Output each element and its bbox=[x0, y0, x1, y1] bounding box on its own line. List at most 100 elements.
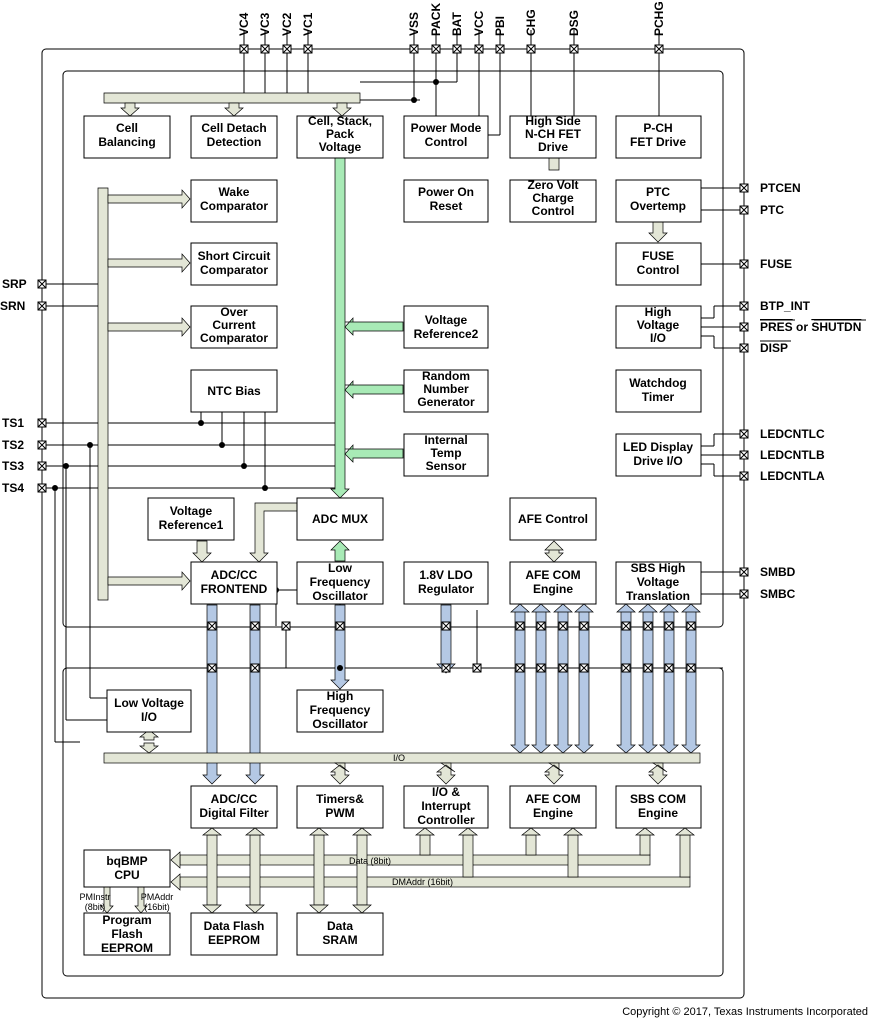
pin-label-vc4: VC4 bbox=[237, 12, 251, 36]
pin-label-bat: BAT bbox=[450, 12, 464, 36]
pin-label-ts3: TS3 bbox=[2, 459, 24, 473]
pin-label-disp: DISP bbox=[760, 341, 788, 355]
right-pin-labels: PTCEN PTC FUSE BTP_INT PRES or SHUTDN DI… bbox=[760, 181, 866, 601]
green-buses bbox=[330, 157, 404, 562]
pin-label-vcc: VCC bbox=[472, 10, 486, 36]
svg-text:Timers&PWM: Timers&PWM bbox=[316, 792, 364, 820]
pin-label-pres-shutdn: PRES or SHUTDN bbox=[760, 320, 861, 334]
dmaddr-bus-label: DMAddr (16bit) bbox=[392, 877, 453, 887]
gray-buses bbox=[97, 92, 668, 601]
high-voltage-domain-frame bbox=[62, 70, 724, 628]
data-bus-label: Data (8bit) bbox=[349, 856, 391, 866]
pin-label-ledcntla: LEDCNTLA bbox=[760, 469, 825, 483]
svg-text:AFE Control: AFE Control bbox=[518, 512, 588, 526]
chip-outline bbox=[41, 48, 745, 999]
pin-label-srn: SRN bbox=[0, 299, 25, 313]
pin-label-pack: PACK bbox=[429, 3, 443, 36]
pin-label-ts1: TS1 bbox=[2, 416, 24, 430]
pminstr-label-line1: PMInstr bbox=[79, 892, 110, 902]
pin-label-ts2: TS2 bbox=[2, 438, 24, 452]
pin-label-vc3: VC3 bbox=[258, 12, 272, 36]
block-timers-pwm: Timers&PWM bbox=[296, 785, 384, 829]
svg-text:PMAddr(16bit): PMAddr(16bit) bbox=[141, 892, 174, 912]
pmaddr-label-line1: PMAddr bbox=[141, 892, 174, 902]
pin-label-srp: SRP bbox=[2, 277, 27, 291]
pin-label-pbi: PBI bbox=[493, 16, 507, 36]
bus-labels: I/O Data (8bit) DMAddr (16bit) PMInstr(8… bbox=[79, 753, 453, 912]
lower-gray-buses bbox=[100, 729, 701, 914]
pin-label-btp-int: BTP_INT bbox=[760, 299, 811, 313]
block-ntc-bias: NTC Bias bbox=[190, 369, 278, 413]
pin-label-smbc: SMBC bbox=[760, 587, 796, 601]
pin-label-dsg: DSG bbox=[567, 10, 581, 36]
pin-label-ledcntlb: LEDCNTLB bbox=[760, 448, 825, 462]
top-pin-labels: VC4 VC3 VC2 VC1 VSS PACK BAT VCC PBI CHG… bbox=[237, 1, 666, 36]
pin-label-pchg: PCHG bbox=[652, 1, 666, 36]
pin-label-ts4: TS4 bbox=[2, 481, 24, 495]
svg-text:ADC MUX: ADC MUX bbox=[312, 512, 368, 526]
left-pin-labels: SRP SRN TS1 TS2 TS3 TS4 bbox=[0, 277, 27, 495]
pin-label-smbd: SMBD bbox=[760, 565, 796, 579]
pin-label-ledcntlc: LEDCNTLC bbox=[760, 427, 825, 441]
svg-text:NTC Bias: NTC Bias bbox=[207, 384, 261, 398]
pin-label-fuse: FUSE bbox=[760, 257, 792, 271]
block-adc-mux: ADC MUX bbox=[296, 497, 384, 541]
svg-text:PMInstr(8bit): PMInstr(8bit) bbox=[79, 892, 110, 912]
pin-label-shutdn: SHUTDN bbox=[811, 320, 861, 334]
